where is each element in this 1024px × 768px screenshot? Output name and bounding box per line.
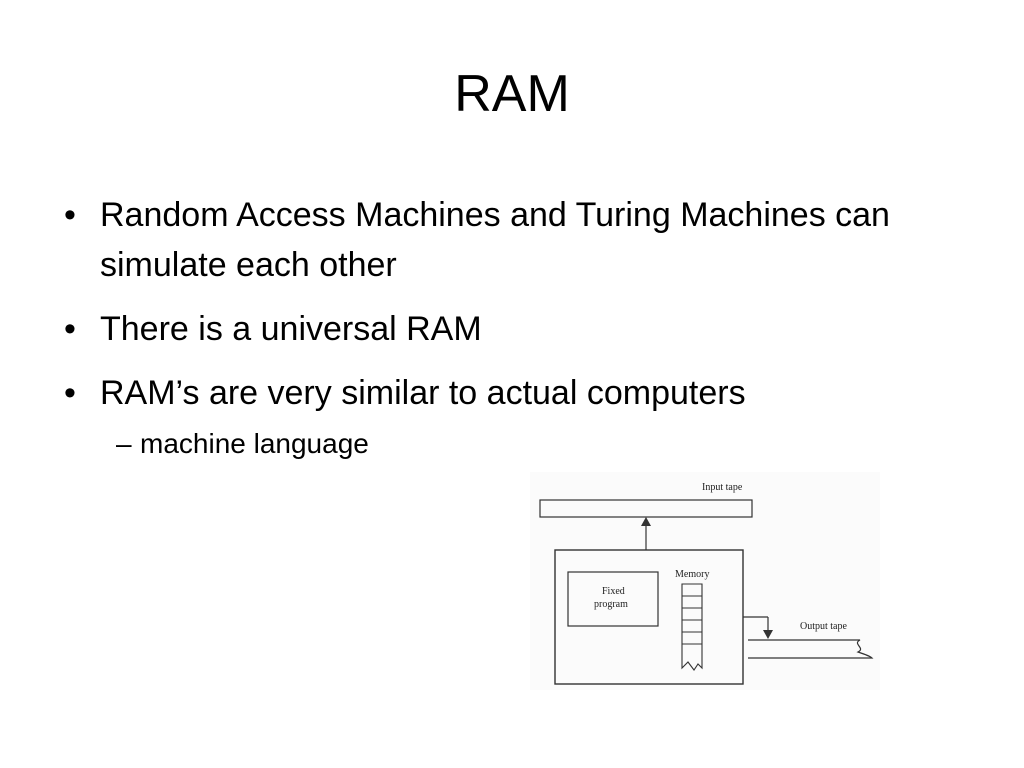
- ram-diagram: Input tape Fixed program Memory: [530, 472, 880, 690]
- memory-cells-outline: [681, 583, 703, 671]
- bullet-text: RAM’s are very similar to actual compute…: [100, 374, 746, 412]
- machine-box: [554, 549, 744, 685]
- bullet-item: • There is a universal RAM: [58, 304, 958, 354]
- input-tape-label: Input tape: [702, 482, 743, 493]
- input-arrow-head: [641, 517, 651, 526]
- memory-label: Memory: [675, 569, 709, 580]
- output-tape-label: Output tape: [800, 621, 847, 632]
- bullet-marker: •: [64, 374, 76, 412]
- output-tape: [748, 639, 874, 659]
- input-tape: [539, 499, 753, 518]
- sub-bullet-marker: –: [116, 428, 132, 459]
- bullet-item: • Random Access Machines and Turing Mach…: [58, 190, 958, 290]
- bullet-text: Random Access Machines and Turing Machin…: [100, 196, 890, 284]
- sub-bullet-item: – machine language: [58, 424, 958, 464]
- bullet-item: • RAM’s are very similar to actual compu…: [58, 368, 958, 418]
- slide-title: RAM: [454, 65, 570, 123]
- bullet-list: • Random Access Machines and Turing Mach…: [58, 190, 958, 464]
- fixed-program-box: [567, 571, 659, 627]
- output-arrow-head: [763, 630, 773, 639]
- sub-bullet-text: machine language: [140, 428, 369, 459]
- fixed-program-label-2: program: [594, 599, 628, 610]
- bullet-text: There is a universal RAM: [100, 310, 482, 348]
- bullet-marker: •: [64, 196, 76, 234]
- ram-diagram-svg: Input tape Fixed program Memory: [539, 482, 874, 685]
- fixed-program-label-1: Fixed: [602, 586, 625, 597]
- bullet-marker: •: [64, 310, 76, 348]
